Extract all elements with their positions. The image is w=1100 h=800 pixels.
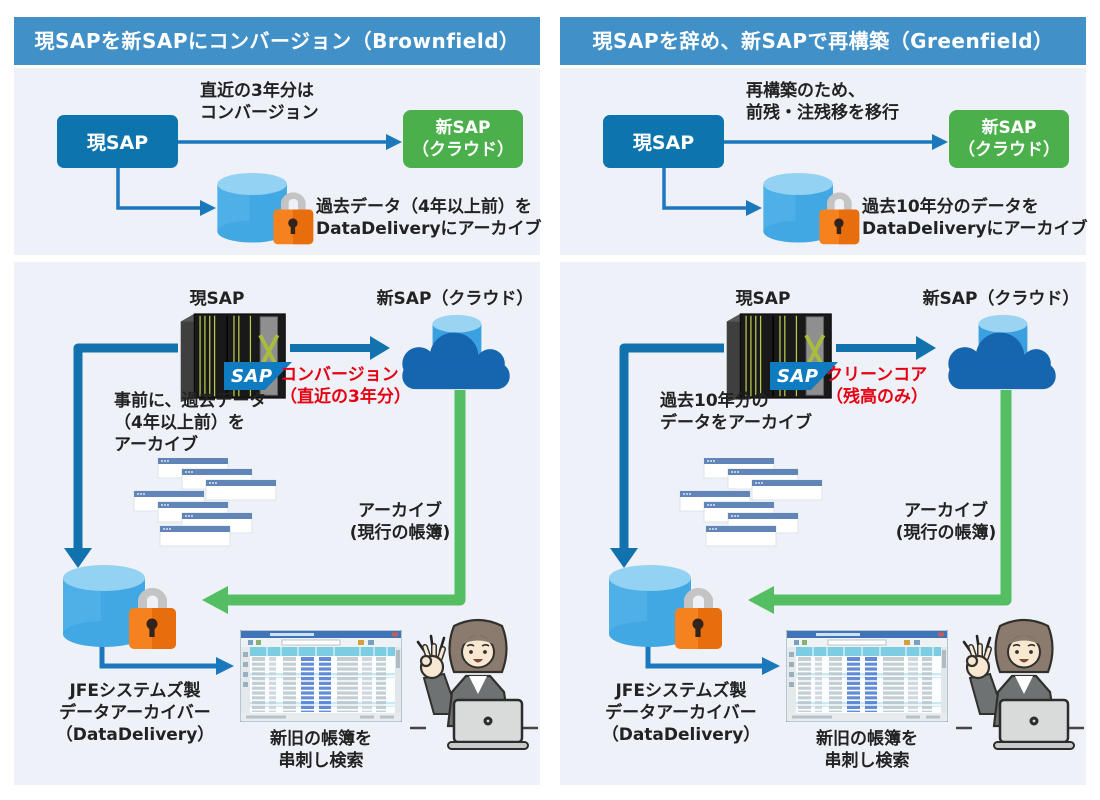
- archiver-label: JFEシステムズ製 データアーカイバー （DataDelivery）: [55, 681, 215, 745]
- brownfield-detail-panel: 現SAP 新SAP（クラウド） SAP コンバージョン （直近の3年分） 事前に…: [14, 262, 540, 785]
- new-sap-cloud-label: 新SAP（クラウド）: [922, 289, 1080, 309]
- archive-flow-label: アーカイブ (現行の帳簿): [349, 501, 451, 543]
- archive-database-lock-icon: [760, 170, 872, 254]
- migration-method-label: クリーンコア （残高のみ）: [826, 365, 928, 407]
- document-stack-icon: [132, 458, 282, 550]
- new-sap-cloud-label: 新SAP（クラウド）: [376, 289, 534, 309]
- person-ok-icon: [954, 614, 1086, 766]
- cloud-icon: [392, 312, 520, 394]
- greenfield-summary-panel: 現SAP 再構築のため、 前残・注残移を移行 新SAP （クラウド） 過去10年…: [560, 68, 1088, 255]
- migration-method-label: コンバージョン （直近の3年分）: [280, 365, 411, 407]
- archive-note: 過去データ（4年以上前）を DataDeliveryにアーカイブ: [316, 197, 542, 239]
- greenfield-detail-panel: 現SAP 新SAP（クラウド） SAP クリーンコア （残高のみ） 過去10年分…: [560, 262, 1086, 785]
- new-sap-box: 新SAP （クラウド）: [949, 110, 1069, 168]
- person-ok-icon: [408, 614, 540, 766]
- archive-flow-label: アーカイブ (現行の帳簿): [895, 501, 997, 543]
- new-sap-box: 新SAP （クラウド）: [403, 110, 523, 168]
- current-sap-label: 現SAP: [735, 289, 791, 309]
- database-lock-icon: [59, 562, 191, 660]
- brownfield-header: 現SAPを新SAPにコンバージョン（Brownfield）: [14, 17, 540, 65]
- detail-flow-arrows: [610, 336, 1012, 675]
- datadelivery-screenshot: [786, 630, 948, 722]
- datadelivery-screenshot: [240, 630, 402, 722]
- search-note: 新旧の帳簿を 串刺し検索: [270, 729, 372, 771]
- brownfield-summary-panel: 現SAP 直近の3年分は コンバージョン 新SAP （クラウド） 過去データ（4…: [14, 68, 542, 255]
- database-lock-icon: [605, 562, 737, 660]
- summary-flow-arrows: [662, 134, 948, 216]
- current-sap-box: 現SAP: [57, 115, 178, 168]
- document-stack-icon: [678, 458, 828, 550]
- rebuild-arrow-label: 再構築のため、 前残・注残移を移行: [746, 81, 899, 123]
- pre-archive-note: 過去10年分の データをアーカイブ: [660, 391, 812, 433]
- pre-archive-note: 事前に、過去データ （4年以上前）を アーカイブ: [114, 391, 267, 455]
- archive-note: 過去10年分のデータを DataDeliveryにアーカイブ: [862, 197, 1088, 239]
- greenfield-header: 現SAPを辞め、新SAPで再構築（Greenfield）: [560, 17, 1086, 65]
- archive-database-lock-icon: [214, 170, 326, 254]
- current-sap-box: 現SAP: [603, 115, 724, 168]
- archiver-label: JFEシステムズ製 データアーカイバー （DataDelivery）: [601, 681, 761, 745]
- search-note: 新旧の帳簿を 串刺し検索: [816, 729, 918, 771]
- conversion-arrow-label: 直近の3年分は コンバージョン: [200, 81, 319, 123]
- cloud-icon: [938, 312, 1066, 394]
- greenfield-column: 現SAPを辞め、新SAPで再構築（Greenfield） 現SAP 再構築のため…: [560, 17, 1088, 785]
- brownfield-column: 現SAPを新SAPにコンバージョン（Brownfield） 現SAP 直近の3年…: [14, 17, 542, 785]
- current-sap-label: 現SAP: [189, 289, 245, 309]
- summary-flow-arrows: [116, 134, 402, 216]
